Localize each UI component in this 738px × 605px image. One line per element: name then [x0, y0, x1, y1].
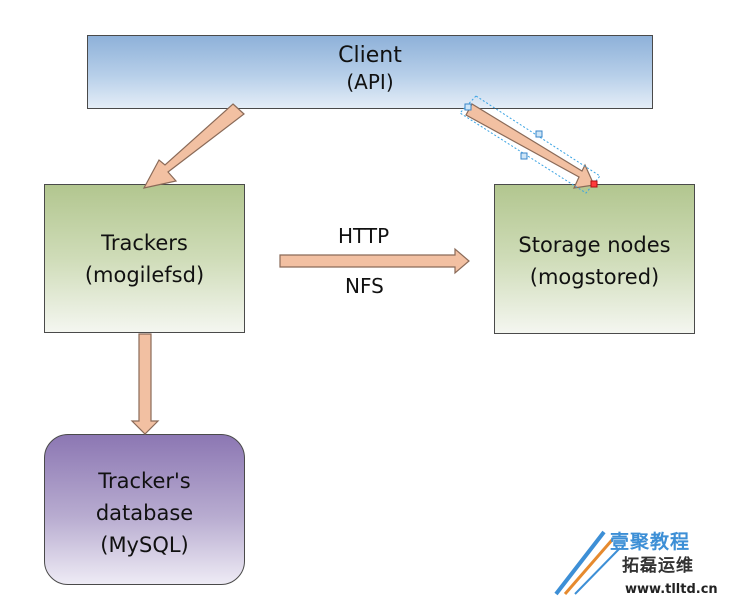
nfs-label: NFS	[345, 274, 384, 298]
selection-handle-start[interactable]	[464, 103, 472, 111]
storage-title: Storage nodes	[518, 233, 671, 257]
client-title: Client	[338, 43, 402, 68]
arrow-client-to-storage[interactable]	[465, 103, 595, 189]
arrow-client-to-trackers	[142, 103, 245, 189]
database-line-2: database	[95, 501, 194, 525]
trackers-node: Trackers (mogilefsd)	[44, 184, 245, 333]
selection-handle-end[interactable]	[590, 180, 598, 188]
tracker-database-node: Tracker's database (MySQL)	[44, 434, 245, 585]
client-subtitle: (API)	[346, 70, 394, 94]
watermark-url: www.tlltd.cn	[625, 582, 718, 597]
trackers-title: Trackers	[101, 231, 188, 255]
watermark-brand: 壹聚教程	[610, 531, 691, 553]
arrow-trackers-to-database	[130, 333, 160, 435]
http-label: HTTP	[338, 224, 390, 248]
storage-subtitle: (mogstored)	[529, 265, 660, 289]
storage-nodes-node: Storage nodes (mogstored)	[494, 184, 695, 334]
selection-outline	[459, 95, 601, 194]
database-line-3: (MySQL)	[100, 533, 189, 557]
watermark: 壹聚教程 拓磊运维 www.tlltd.cn	[555, 527, 735, 602]
client-node: Client (API)	[87, 35, 653, 109]
selection-handle-mid-1[interactable]	[535, 130, 543, 138]
database-line-1: Tracker's	[98, 469, 191, 493]
selection-handle-mid-2[interactable]	[520, 152, 528, 160]
trackers-subtitle: (mogilefsd)	[84, 263, 205, 287]
watermark-brand-2: 拓磊运维	[622, 556, 694, 576]
arrow-trackers-to-storage	[279, 247, 470, 275]
watermark-streak-icon	[554, 530, 621, 596]
